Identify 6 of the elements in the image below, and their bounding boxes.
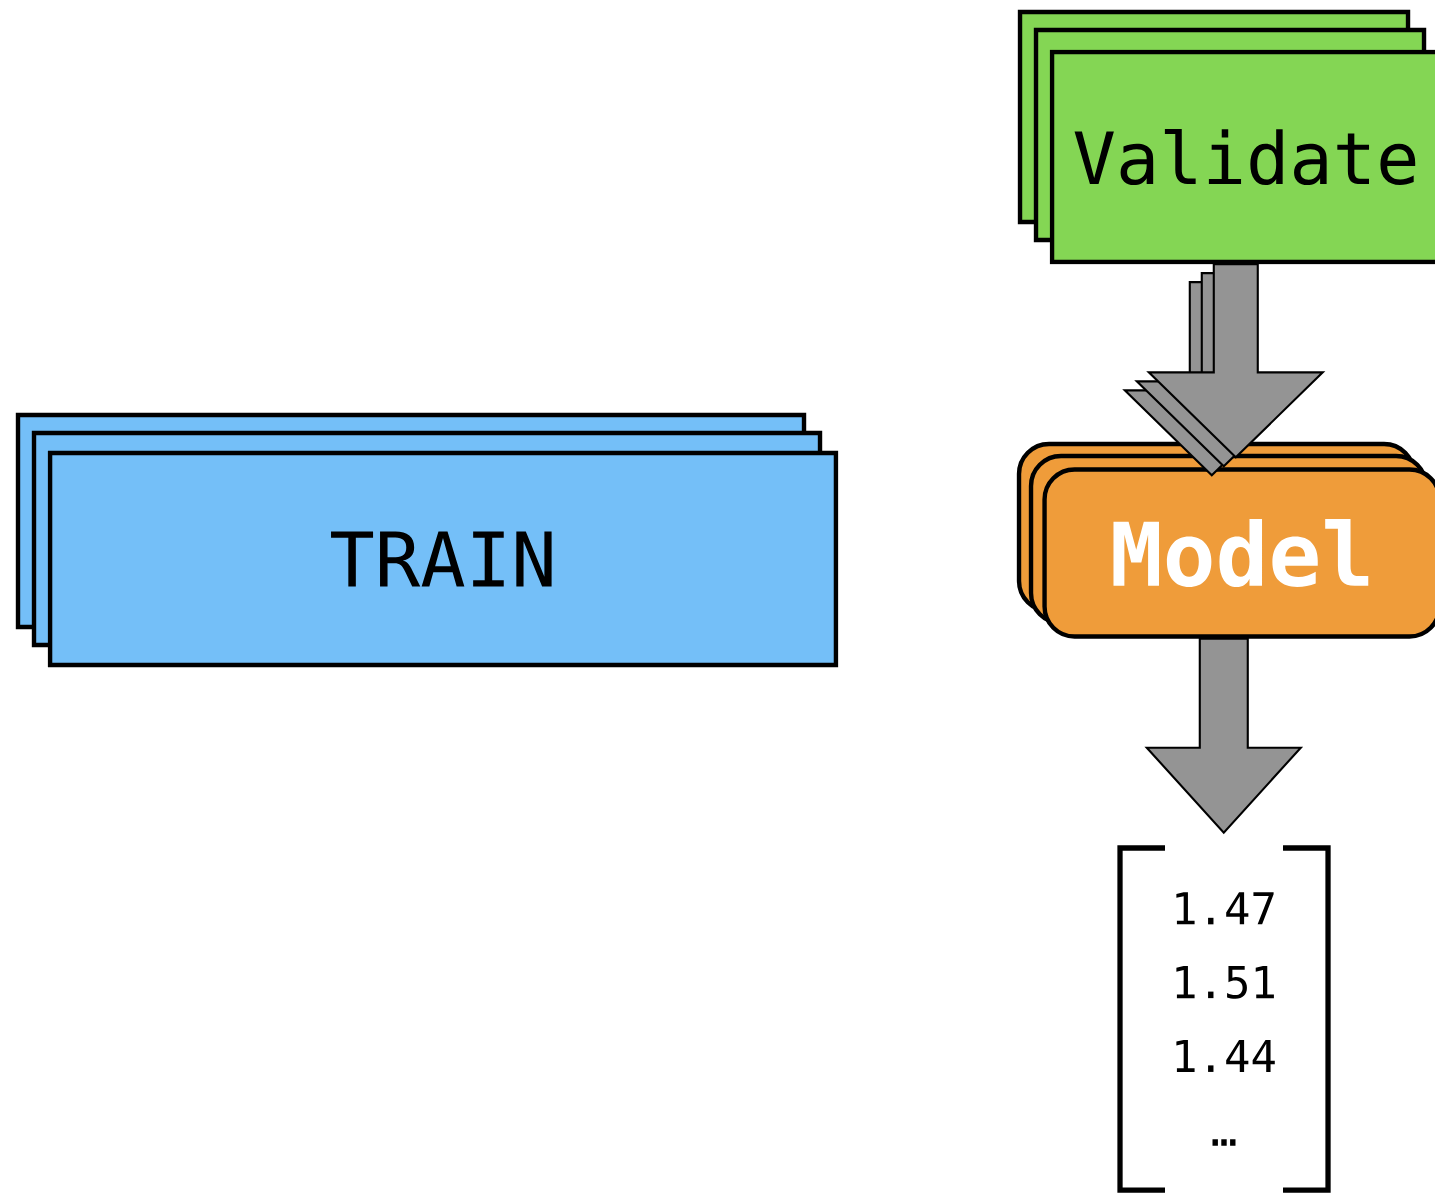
arrow xyxy=(1144,637,1304,835)
arrow xyxy=(1122,263,1326,477)
stacked-box: TRAIN xyxy=(15,412,839,668)
stacked-rounded-box: Model xyxy=(1016,441,1435,639)
stacked-box: Validate xyxy=(1017,9,1435,265)
value-vector: 1.47 1.51 1.44 … xyxy=(1117,845,1331,1193)
